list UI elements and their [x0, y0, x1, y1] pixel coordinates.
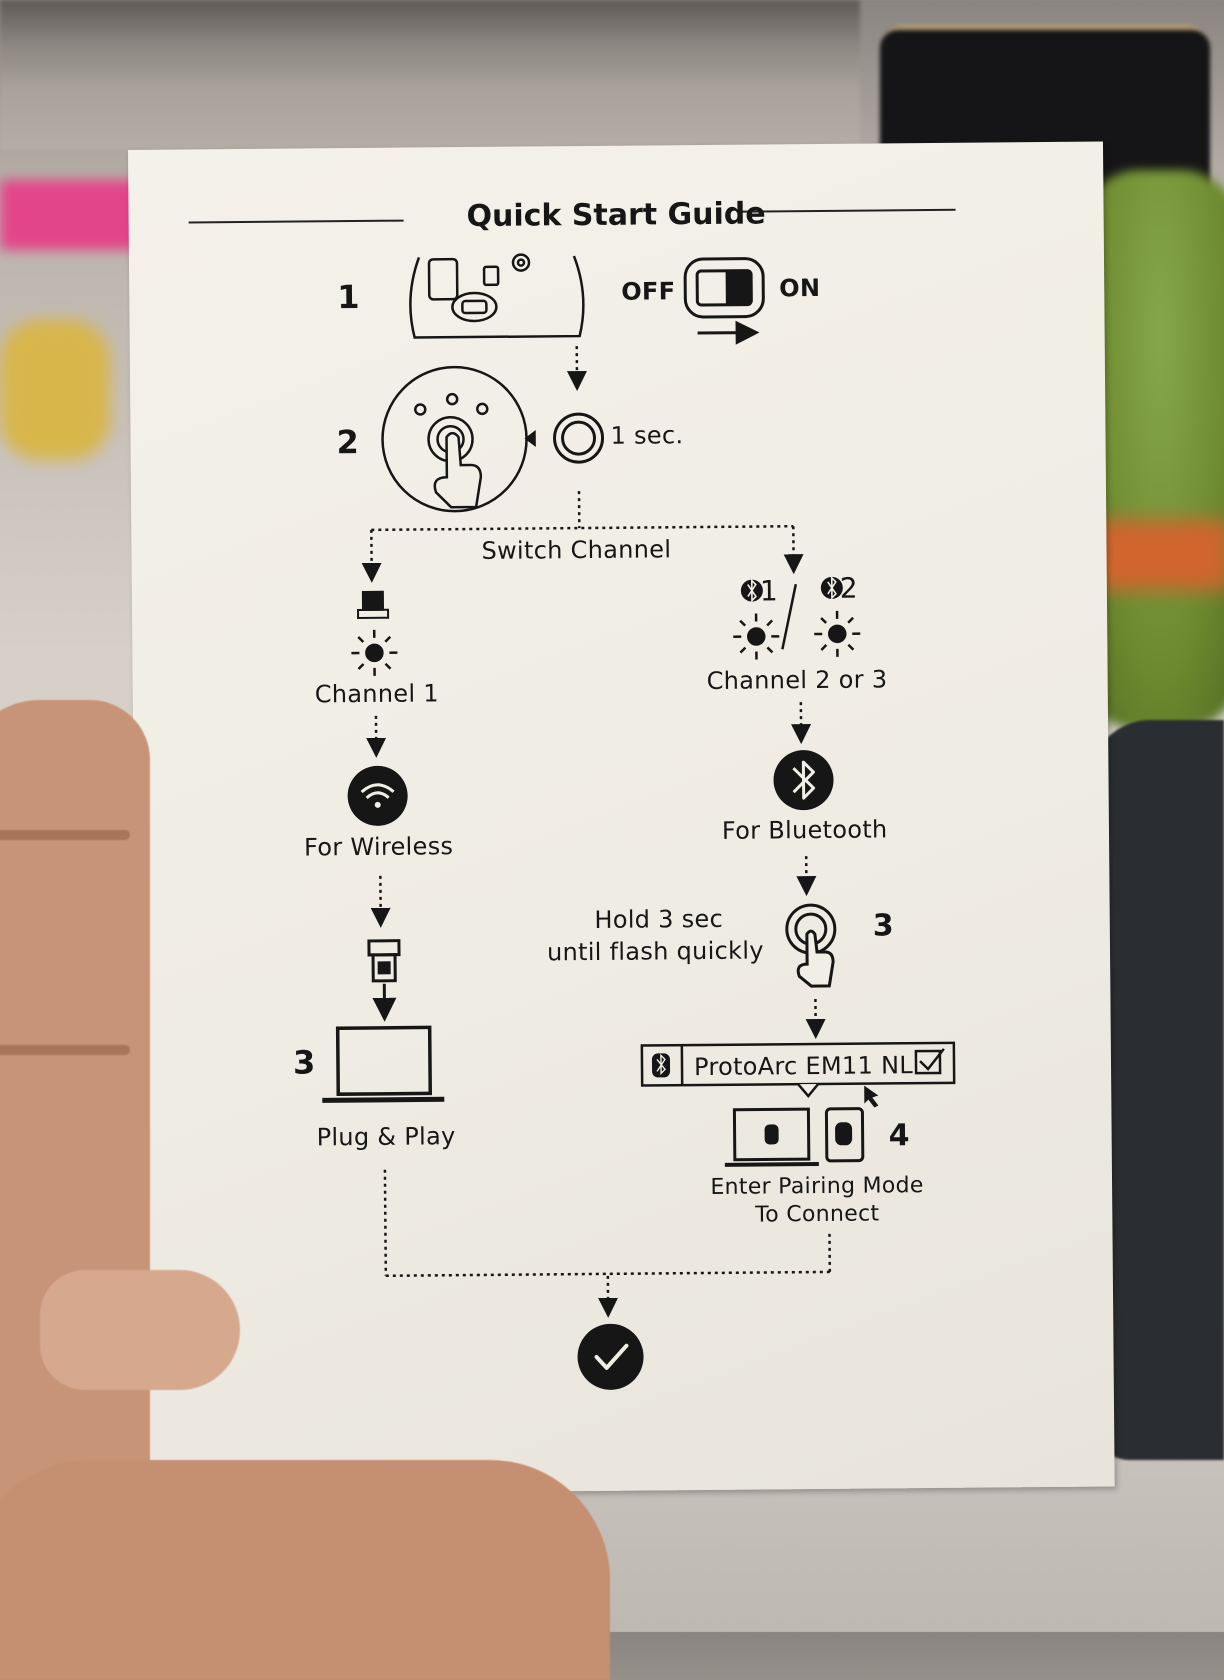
hand-thumb — [40, 1270, 240, 1390]
device-bluetooth-icon — [652, 1053, 670, 1077]
tablet-icon — [826, 1109, 862, 1161]
background-orange-object — [1090, 520, 1224, 590]
usb-receiver-icon — [358, 591, 388, 618]
channel-3-light-icon — [814, 611, 860, 657]
background-pink-object — [0, 180, 140, 250]
hand-knuckle-crease — [0, 830, 130, 840]
background-shelf — [0, 0, 860, 150]
power-switch-icon — [685, 258, 764, 333]
cursor-icon — [864, 1085, 878, 1107]
channel-1-light-icon — [351, 630, 397, 676]
hold-button-icon — [787, 905, 836, 986]
bluetooth-1-badge — [741, 579, 763, 601]
background-yellow-object — [0, 320, 110, 460]
guide-illustrations — [128, 141, 1115, 1494]
checkbox-icon — [916, 1049, 944, 1073]
checkmark-icon — [577, 1324, 644, 1391]
pairing-laptop-bluetooth-icon — [765, 1124, 779, 1144]
device-list-entry — [642, 1043, 954, 1098]
button-press-icon — [382, 366, 603, 512]
laptop-icon — [322, 1027, 445, 1100]
wireless-icon — [347, 766, 408, 827]
usb-dongle-icon — [369, 941, 400, 1010]
hand-knuckle-crease — [0, 1045, 130, 1055]
hand-fingers — [0, 1460, 610, 1680]
quick-start-card: Quick Start Guide 1 OFF ON 2 1 sec. Swit… — [128, 141, 1115, 1494]
mouse-underside-icon — [410, 254, 584, 338]
channel-2-light-icon — [733, 613, 779, 659]
bluetooth-2-badge — [821, 577, 843, 599]
bluetooth-icon — [773, 750, 834, 811]
